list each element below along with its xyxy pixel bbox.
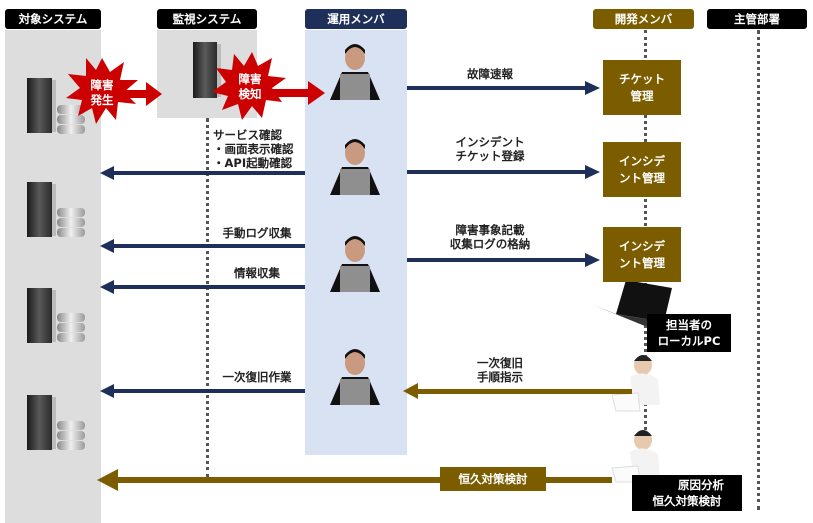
operator-icon <box>330 349 380 405</box>
arrow-recovery-instruction <box>403 383 632 399</box>
msg-service-check: サービス確認・画面表示確認・API起動確認 <box>213 128 294 170</box>
burst-failure-detected <box>212 52 286 120</box>
arrow-service-check <box>100 166 305 180</box>
developer-icon <box>611 355 660 412</box>
msg-recovery-instruction: 一次復旧手順指示 <box>477 356 523 384</box>
operator-icon <box>330 236 380 292</box>
header-management: 主管部署 <box>707 9 807 29</box>
incident-management-box-1: インシデント管理 <box>603 142 681 197</box>
arrow-incident-record <box>407 253 600 267</box>
failure-detected-label: 障害検知 <box>238 72 262 101</box>
operator-icon <box>330 139 380 195</box>
server-icon <box>27 182 85 237</box>
msg-manual-log: 手動ログ収集 <box>222 226 292 240</box>
server-icon <box>27 395 85 450</box>
burst-failure-occurs <box>66 58 138 124</box>
arrow-incident-ticket <box>407 165 600 179</box>
laptop-icon <box>593 280 672 326</box>
header-monitoring-system: 監視システム <box>157 9 257 29</box>
operator-icon <box>330 44 380 100</box>
arrow-info-collect <box>100 280 305 294</box>
ticket-management-box: チケット管理 <box>603 60 681 115</box>
msg-first-recovery: 一次復旧作業 <box>222 370 292 384</box>
arrow-failure-report <box>407 81 600 95</box>
header-target-system: 対象システム <box>5 9 101 29</box>
incident-management-box-2: インシデント管理 <box>603 227 681 282</box>
server-icon <box>27 288 85 343</box>
msg-permanent-measure: 恒久対策検討 <box>440 467 546 491</box>
failure-arrow-1 <box>110 82 162 106</box>
management-lifeline <box>757 30 760 510</box>
local-pc-label: 担当者のローカルPC <box>647 314 731 352</box>
arrow-permanent-measure <box>97 469 612 491</box>
monitoring-lifeline <box>206 118 209 478</box>
failure-arrow-2 <box>270 81 325 105</box>
arrow-first-recovery <box>100 384 305 398</box>
msg-info-collect: 情報収集 <box>234 266 280 280</box>
msg-incident-record: 障害事象記載収集ログの格納 <box>449 223 531 251</box>
header-dev-member: 開発メンバ <box>593 9 694 29</box>
server-icon <box>27 78 85 134</box>
root-cause-label: 原因分析恒久対策検討 <box>632 475 742 511</box>
arrow-manual-log <box>100 239 305 253</box>
failure-occurs-label: 障害発生 <box>90 78 114 107</box>
msg-incident-ticket: インシデントチケット登録 <box>455 135 525 163</box>
developer-icon <box>611 430 660 483</box>
header-ops-member: 運用メンバ <box>305 9 407 29</box>
msg-failure-report: 故障速報 <box>467 67 513 81</box>
